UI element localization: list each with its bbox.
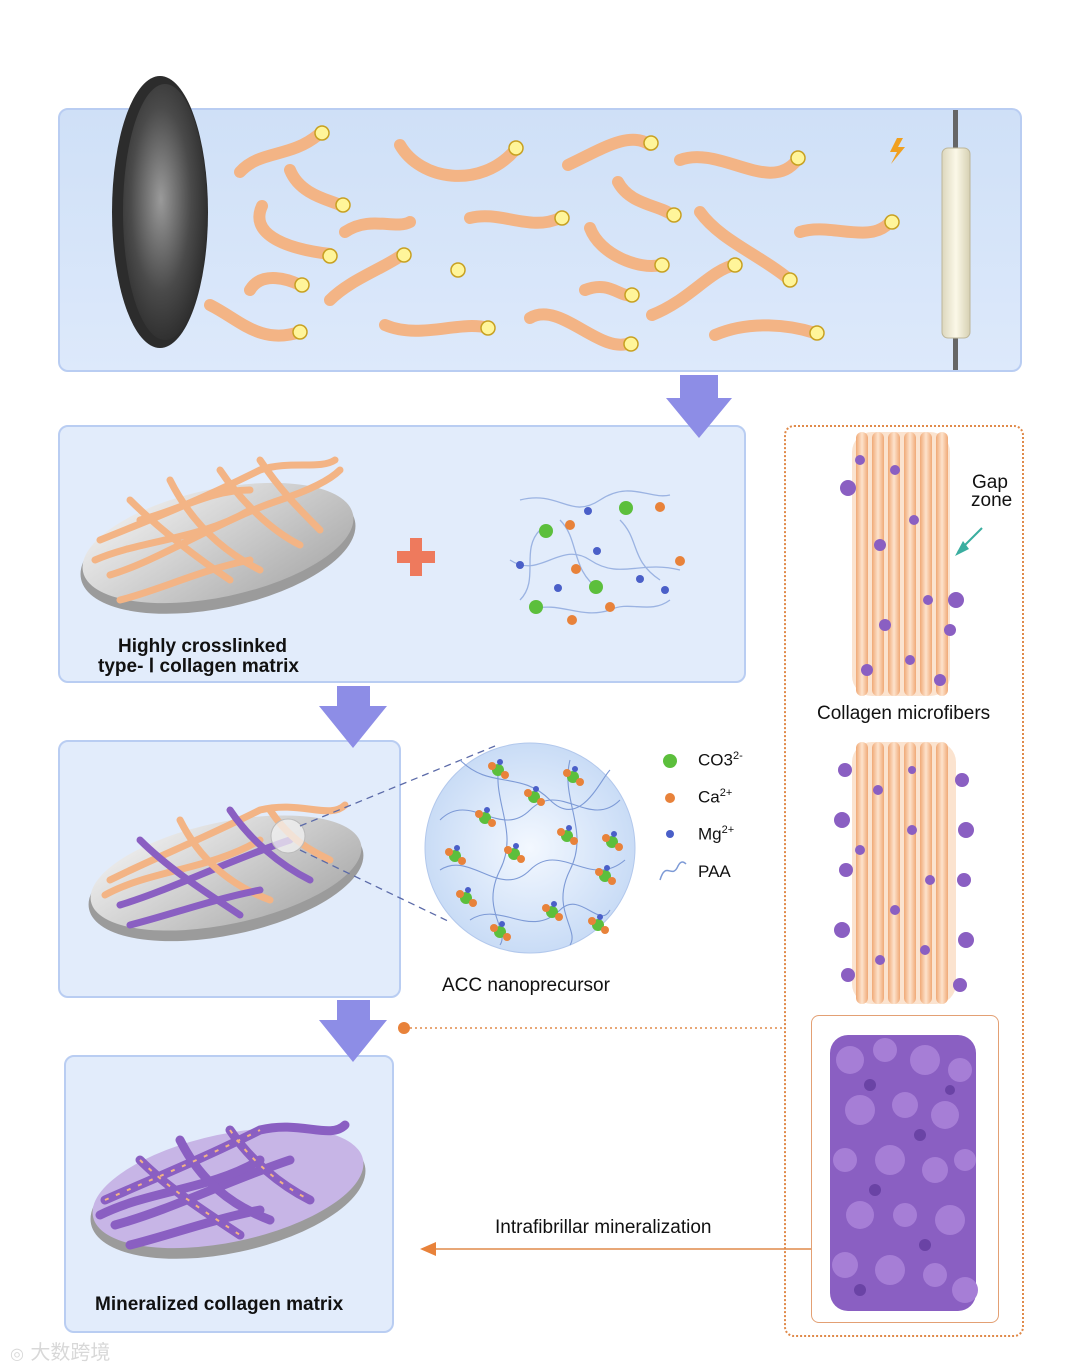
- intrafibrillar-mineralization-label: Intrafibrillar mineralization: [495, 1217, 711, 1239]
- watermark-logo-icon: ◎: [10, 1344, 24, 1363]
- precursor-mixture-icon: [510, 491, 685, 625]
- guide-dot-icon: [398, 1022, 410, 1034]
- flow-arrow-icons: [319, 375, 732, 1062]
- mineralized-plate-icon: [79, 1106, 377, 1280]
- guide-lines: [410, 1028, 811, 1249]
- watermark: ◎ 大数跨境: [10, 1336, 110, 1365]
- green-sphere-icon: [663, 754, 677, 768]
- legend-paa: PAA: [698, 862, 731, 882]
- fully-mineralized-fiber-icon: [830, 1035, 978, 1311]
- legend-co3-charge: 2-: [733, 750, 743, 762]
- watermark-text: 大数跨境: [30, 1340, 110, 1364]
- mineralized-matrix-label: Mineralized collagen matrix: [95, 1294, 343, 1316]
- legend-icons: [660, 754, 686, 880]
- polymer-chain-icon: [660, 862, 686, 880]
- collagen-matrix-title-line2: type- Ⅰ collagen matrix: [98, 655, 299, 678]
- legend-mg: Mg2+: [698, 824, 734, 845]
- gap-zone-label-line2: zone: [971, 490, 1012, 512]
- legend-ca: Ca2+: [698, 787, 732, 808]
- collector-disc-icon: [112, 76, 208, 348]
- electrode-icon: [890, 110, 970, 370]
- legend-mg-charge: 2+: [722, 824, 735, 836]
- legend-mg-text: Mg: [698, 825, 722, 844]
- orange-sphere-icon: [665, 793, 675, 803]
- partially-mineralized-fiber-icon: [834, 742, 974, 1004]
- collagen-matrix-plate-icon: [69, 460, 367, 636]
- legend-ca-charge: 2+: [720, 787, 733, 799]
- acc-nanoprecursor-label: ACC nanoprecursor: [442, 975, 610, 997]
- collagen-microfiber-bundle-icon: [840, 432, 982, 696]
- blue-sphere-icon: [666, 830, 674, 838]
- legend-co3-text: CO3: [698, 751, 733, 770]
- acc-nanoprecursor-zoom-icon: [425, 743, 635, 953]
- collagen-microfibers-label: Collagen microfibers: [817, 703, 990, 725]
- plus-icon: [397, 538, 435, 576]
- collagen-fibrils: [210, 135, 890, 345]
- legend-co3: CO32-: [698, 750, 743, 771]
- legend-ca-text: Ca: [698, 788, 720, 807]
- arrowhead-left-icon: [420, 1242, 436, 1256]
- legend-paa-text: PAA: [698, 862, 731, 881]
